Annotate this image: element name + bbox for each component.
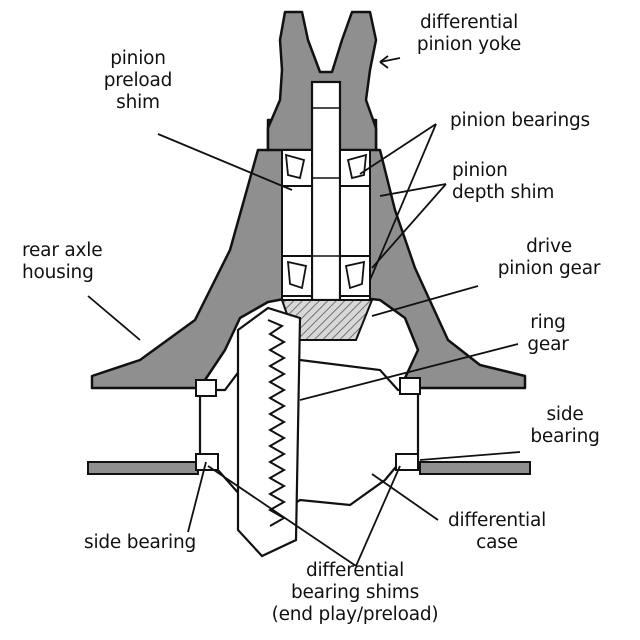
left-side-bearing bbox=[195, 453, 219, 471]
label-differential-bearing-shims: differential bearing shims (end play/pre… bbox=[271, 560, 439, 625]
left-side-bearing-upper bbox=[195, 379, 217, 397]
label-side-bearing-left: side bearing bbox=[84, 532, 197, 553]
leader-lines bbox=[87, 55, 521, 567]
label-differential-case: differential case bbox=[447, 510, 547, 553]
label-differential-pinion-yoke: differential pinion yoke bbox=[416, 12, 522, 55]
right-axle-flange bbox=[419, 461, 531, 475]
label-rear-axle-housing: rear axle housing bbox=[22, 240, 103, 283]
upper-pinion-bearing bbox=[281, 149, 371, 187]
right-side-bearing-upper bbox=[399, 377, 421, 395]
label-pinion-preload-shim: pinion preload shim bbox=[103, 48, 173, 113]
right-side-bearing bbox=[395, 453, 419, 471]
pinion-shaft bbox=[310, 80, 342, 302]
label-pinion-depth-shim: pinion depth shim bbox=[452, 160, 555, 203]
pinion-spacer bbox=[281, 185, 313, 257]
label-side-bearing-right: side bearing bbox=[530, 404, 600, 447]
left-axle-flange bbox=[87, 461, 199, 475]
differential-case bbox=[198, 358, 420, 522]
lower-pinion-bearing bbox=[281, 255, 371, 297]
ring-gear-teeth bbox=[267, 319, 287, 527]
label-drive-pinion-gear: drive pinion gear bbox=[497, 236, 601, 279]
label-pinion-bearings: pinion bearings bbox=[450, 110, 590, 131]
label-ring-gear: ring gear bbox=[527, 312, 569, 355]
ring-gear bbox=[236, 306, 302, 558]
